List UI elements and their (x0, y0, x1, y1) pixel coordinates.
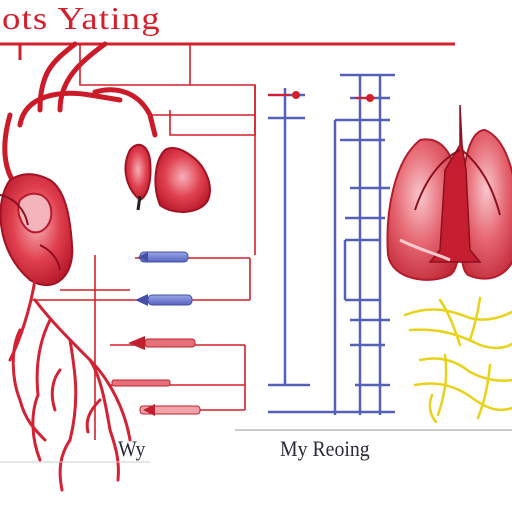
caption-left: Wy (118, 436, 146, 461)
caption-right: My Reoing (280, 436, 370, 461)
lungs-illustration (386, 104, 512, 281)
blue-schematic-lines (268, 73, 395, 415)
aorta-branches (2, 41, 158, 193)
yellow-nerve-network (403, 296, 512, 424)
arrow-markers (111, 251, 201, 416)
red-connector-lines (30, 44, 256, 440)
red-tick-marks (268, 91, 375, 102)
diagram-title: ots Yating (2, 0, 161, 36)
atrium-illustration (124, 143, 211, 213)
coronary-vessel-tree (8, 278, 132, 492)
heart-illustration (0, 173, 74, 286)
